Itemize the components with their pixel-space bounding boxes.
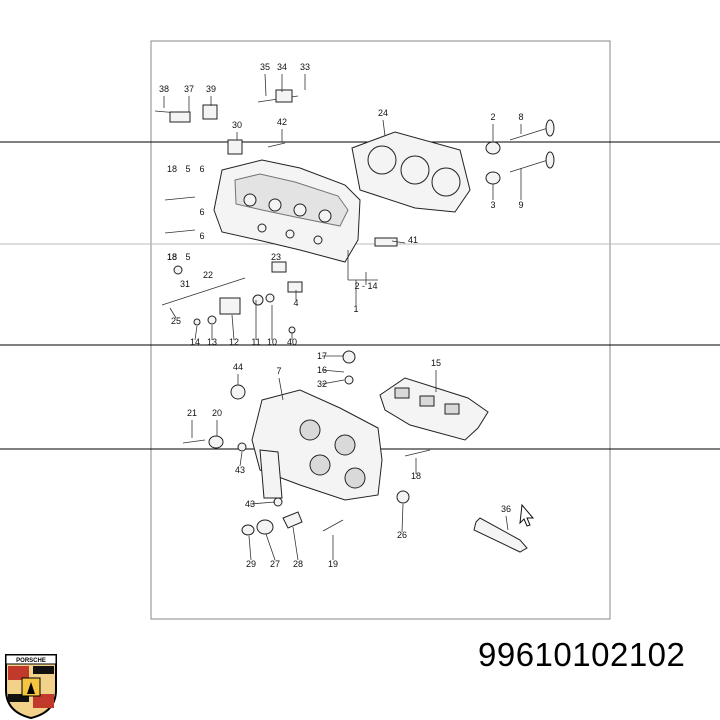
callout-6-3: 6 — [199, 207, 204, 217]
callout-28: 28 — [293, 559, 303, 569]
callout-29: 29 — [246, 559, 256, 569]
callout-leaders — [163, 73, 522, 561]
callout-22: 22 — [203, 270, 213, 280]
callout-39: 39 — [206, 84, 216, 94]
callout-10: 10 — [267, 337, 277, 347]
leader-line-27 — [321, 369, 345, 373]
callout-19: 19 — [328, 559, 338, 569]
callout-9: 9 — [518, 200, 523, 210]
leader-line-34 — [239, 451, 243, 467]
callout-11: 11 — [251, 337, 260, 347]
callout-2-14: 2 - 14 — [354, 281, 377, 291]
leader-line-37 — [248, 535, 252, 561]
leader-line-24 — [169, 307, 177, 319]
callout-13: 13 — [207, 337, 217, 347]
callout-7: 7 — [276, 366, 281, 376]
small-parts-upper — [154, 89, 398, 334]
callout-35: 35 — [260, 62, 270, 72]
callout-44: 44 — [233, 362, 243, 372]
leader-line-25 — [391, 240, 406, 244]
callout-25: 25 — [171, 316, 181, 326]
callout-23: 23 — [271, 252, 281, 262]
leader-line-20 — [231, 314, 235, 341]
callout-8: 8 — [518, 112, 523, 122]
callout-5-2: 5 — [185, 252, 190, 262]
callout-6-4: 6 — [199, 231, 204, 241]
callout-14: 14 — [190, 337, 200, 347]
diagram-frame — [150, 40, 611, 620]
callout-33: 33 — [300, 62, 310, 72]
callout-26: 26 — [397, 530, 407, 540]
callout-36: 36 — [501, 504, 511, 514]
leader-line-39 — [292, 526, 299, 561]
callout-4: 4 — [293, 298, 298, 308]
callout-18: 18 — [167, 252, 177, 262]
callout-6: 6 — [199, 164, 204, 174]
leader-line-8 — [382, 119, 386, 137]
callout-20: 20 — [212, 408, 222, 418]
leader-line-30 — [278, 377, 284, 401]
camshaft-housing — [251, 389, 383, 501]
callout-12: 12 — [229, 337, 239, 347]
leader-line-42 — [249, 501, 276, 505]
callout-21: 21 — [187, 408, 197, 418]
callout-30: 30 — [232, 120, 242, 130]
callout-40: 40 — [287, 337, 297, 347]
part-number: 99610102102 — [478, 636, 686, 673]
head-gasket — [351, 131, 471, 213]
callout-34: 34 — [277, 62, 287, 72]
cylinder-head — [213, 159, 361, 263]
callout-41: 41 — [408, 235, 418, 245]
leader-line-11 — [264, 73, 267, 97]
callout-38: 38 — [159, 84, 169, 94]
callout-27: 27 — [270, 559, 280, 569]
callout-24: 24 — [378, 108, 388, 118]
leader-line-22 — [194, 325, 198, 341]
callout-2: 2 — [490, 112, 495, 122]
callout-5: 5 — [185, 164, 190, 174]
cursor-arrow-icon — [519, 503, 535, 527]
callout-18-1: 18 — [167, 164, 177, 174]
leader-line-28 — [321, 379, 345, 385]
callout-18-7: 18 — [167, 252, 177, 262]
leader-line-38 — [265, 533, 276, 561]
callout-43: 43 — [235, 465, 245, 475]
callout-37: 37 — [184, 84, 194, 94]
callout-1: 1 — [353, 304, 358, 314]
leader-line-41 — [505, 515, 509, 531]
valve-cover-frame — [379, 377, 489, 441]
small-parts-lower — [182, 350, 528, 553]
callout-31: 31 — [180, 279, 190, 289]
callout-15: 15 — [431, 358, 441, 368]
valves — [485, 119, 555, 185]
callout-18-5: 18 — [411, 471, 421, 481]
porsche-logo-text: PORSCHE — [16, 658, 46, 664]
callout-3: 3 — [490, 200, 495, 210]
porsche-crest-icon: PORSCHE — [5, 654, 57, 720]
leader-line-36 — [401, 503, 404, 533]
callout-42: 42 — [277, 117, 287, 127]
